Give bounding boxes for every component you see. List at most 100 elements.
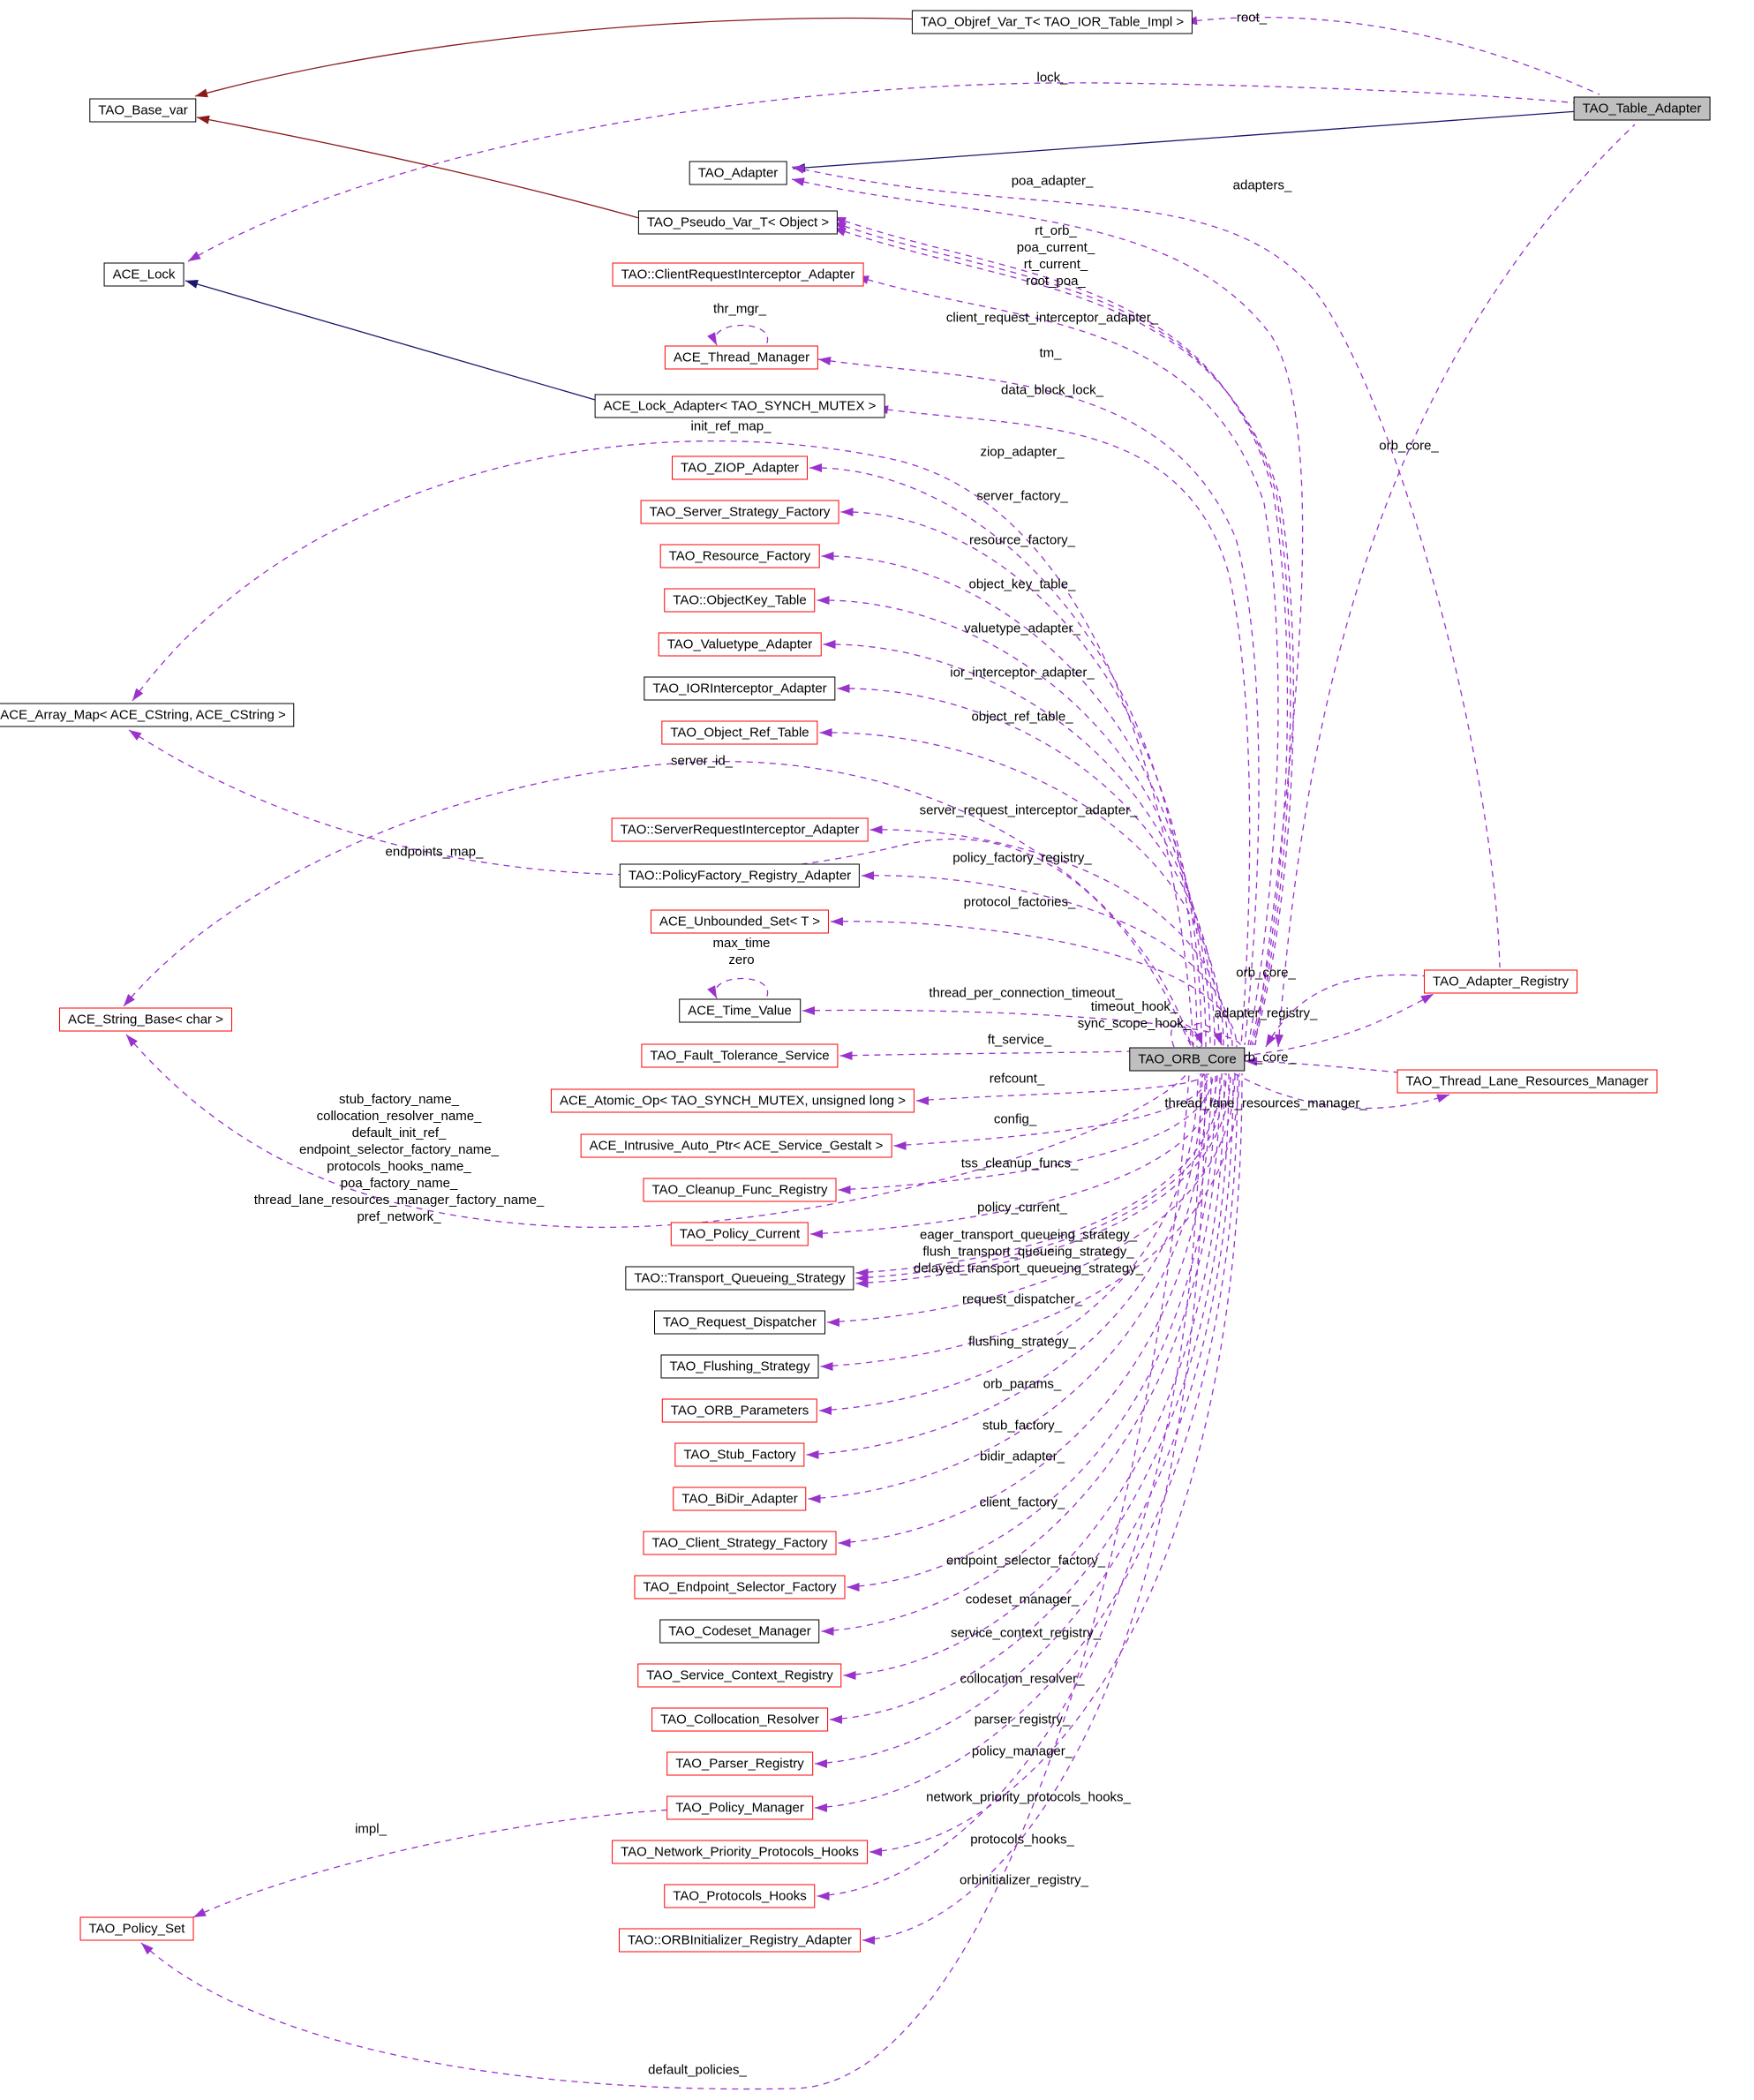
node-tao_request_dispatcher[interactable]: TAO_Request_Dispatcher bbox=[654, 1310, 825, 1335]
node-tao_objectkey_table[interactable]: TAO::ObjectKey_Table bbox=[664, 588, 816, 613]
node-tao_collocation_resolver[interactable]: TAO_Collocation_Resolver bbox=[651, 1707, 828, 1732]
edge-label-orb_core_top: orb_core_ bbox=[1379, 438, 1439, 455]
node-tao_pseudo_var_t[interactable]: TAO_Pseudo_Var_T< Object > bbox=[637, 210, 839, 235]
node-ace_string_base[interactable]: ACE_String_Base< char > bbox=[59, 1007, 232, 1032]
edge-orbcore-tao_server_strategy_factory-arrowhead bbox=[840, 508, 854, 516]
edge-orbcore-tao_iorinterceptor_adapter-arrowhead bbox=[837, 684, 850, 693]
edge-orbcore-tao_client_strategy_factory-arrowhead bbox=[838, 1539, 851, 1547]
edge-custom-5 bbox=[1184, 16, 1600, 95]
node-tao_resource_factory[interactable]: TAO_Resource_Factory bbox=[659, 544, 820, 568]
edge-label-line: adapters_ bbox=[1232, 177, 1292, 193]
edge-orbcore-tao_stub_factory bbox=[806, 1073, 1203, 1456]
node-sria[interactable]: TAO::ServerRequestInterceptor_Adapter bbox=[611, 817, 869, 842]
node-tao_iorinterceptor_adapter[interactable]: TAO_IORInterceptor_Adapter bbox=[644, 676, 836, 701]
edge-custom-26-arrowhead bbox=[1420, 994, 1434, 1005]
edge-label-line: codeset_manager_ bbox=[965, 1592, 1080, 1607]
node-ace_unbounded_set[interactable]: ACE_Unbounded_Set< T > bbox=[650, 909, 830, 934]
edge-label-line: pref_network_ bbox=[357, 1209, 441, 1224]
edge-label-line: default_init_ref_ bbox=[351, 1125, 447, 1140]
node-tao_orb_core[interactable]: TAO_ORB_Core bbox=[1129, 1047, 1246, 1072]
edge-label-client_factory: client_factory_ bbox=[980, 1494, 1065, 1511]
edge-custom-23 bbox=[1190, 1022, 1223, 1048]
node-cria[interactable]: TAO::ClientRequestInterceptor_Adapter bbox=[612, 262, 864, 287]
edge-custom-27-arrowhead bbox=[1245, 1057, 1258, 1066]
node-ace_lock_adapter[interactable]: ACE_Lock_Adapter< TAO_SYNCH_MUTEX > bbox=[594, 394, 885, 418]
edge-label-line: flush_transport_queueing_strategy_ bbox=[922, 1244, 1134, 1260]
node-tnpph[interactable]: TAO_Network_Priority_Protocols_Hooks bbox=[612, 1840, 868, 1864]
edge-label-line: tm_ bbox=[1039, 345, 1062, 361]
node-tao_fault_tolerance_service[interactable]: TAO_Fault_Tolerance_Service bbox=[641, 1043, 839, 1068]
node-tao_bidir_adapter[interactable]: TAO_BiDir_Adapter bbox=[673, 1487, 807, 1511]
edge-label-line: service_context_registry_ bbox=[950, 1625, 1102, 1641]
edge-orbcore-tqs bbox=[855, 1073, 1223, 1274]
edge-orbcore-tao_policy_manager bbox=[814, 1073, 1238, 1809]
node-ace_time_value[interactable]: ACE_Time_Value bbox=[679, 998, 801, 1023]
edge-custom-0-arrowhead bbox=[195, 88, 208, 98]
edge-label-line: ior_interceptor_adapter_ bbox=[950, 665, 1095, 681]
node-tao_flushing_strategy[interactable]: TAO_Flushing_Strategy bbox=[660, 1354, 819, 1379]
node-ace_lock[interactable]: ACE_Lock bbox=[103, 262, 184, 287]
edge-orbcore-ace_time_value bbox=[802, 1009, 1242, 1048]
edge-label-adapter_registry: adapter_registry_ bbox=[1215, 1005, 1318, 1022]
node-tao_endpoint_selector_factory[interactable]: TAO_Endpoint_Selector_Factory bbox=[634, 1575, 846, 1599]
node-tao_object_ref_table[interactable]: TAO_Object_Ref_Table bbox=[661, 720, 818, 745]
edge-custom-25-arrowhead bbox=[1266, 1034, 1276, 1047]
node-tao_cleanup_func_registry[interactable]: TAO_Cleanup_Func_Registry bbox=[643, 1178, 837, 1202]
node-tao_valuetype_adapter[interactable]: TAO_Valuetype_Adapter bbox=[658, 632, 822, 657]
edge-custom-20 bbox=[140, 1073, 1190, 2090]
edge-orbcore-tao_bidir_adapter bbox=[808, 1073, 1208, 1500]
edge-custom-6-arrowhead bbox=[1274, 1034, 1284, 1047]
node-ace_array_map[interactable]: ACE_Array_Map< ACE_CString, ACE_CString … bbox=[0, 703, 295, 727]
edge-orbcore-ace_unbounded_set-arrowhead bbox=[831, 917, 843, 926]
node-ace_atomic_op[interactable]: ACE_Atomic_Op< TAO_SYNCH_MUTEX, unsigned… bbox=[550, 1088, 915, 1113]
node-tao_orb_parameters[interactable]: TAO_ORB_Parameters bbox=[661, 1398, 818, 1423]
edge-orbcore-tao_object_ref_table bbox=[819, 732, 1224, 1048]
node-tao_protocols_hooks[interactable]: TAO_Protocols_Hooks bbox=[664, 1884, 816, 1908]
node-ace_thread_manager[interactable]: ACE_Thread_Manager bbox=[664, 345, 819, 370]
node-tao_codeset_manager[interactable]: TAO_Codeset_Manager bbox=[659, 1619, 820, 1644]
node-tqs[interactable]: TAO::Transport_Queueing_Strategy bbox=[625, 1266, 854, 1291]
edge-orbcore-tao_fault_tolerance_service-arrowhead bbox=[839, 1051, 853, 1060]
node-tao_parser_registry[interactable]: TAO_Parser_Registry bbox=[666, 1751, 813, 1776]
node-tao_adapter_registry[interactable]: TAO_Adapter_Registry bbox=[1424, 969, 1577, 994]
edge-label-line: policy_current_ bbox=[977, 1200, 1067, 1216]
node-tao_base_var[interactable]: TAO_Base_var bbox=[89, 98, 197, 123]
edge-label-line: default_policies_ bbox=[648, 2062, 747, 2078]
node-tao_service_context_registry[interactable]: TAO_Service_Context_Registry bbox=[637, 1663, 842, 1688]
edge-label-server_request_interceptor_adapter: server_request_interceptor_adapter_ bbox=[920, 802, 1138, 819]
edge-label-line: collocation_resolver_name_ bbox=[316, 1109, 482, 1124]
edge-label-line: protocols_hooks_name_ bbox=[327, 1159, 471, 1174]
edge-label-line: request_dispatcher_ bbox=[962, 1291, 1082, 1307]
node-tao_stub_factory[interactable]: TAO_Stub_Factory bbox=[674, 1442, 805, 1467]
node-tao_policy_current[interactable]: TAO_Policy_Current bbox=[670, 1222, 809, 1246]
edge-label-object_key_table: object_key_table_ bbox=[969, 576, 1076, 593]
edge-custom-17-arrowhead bbox=[124, 994, 135, 1006]
edge-label-orbinitializer_registry: orbinitializer_registry_ bbox=[960, 1872, 1088, 1889]
node-tao_policy_set[interactable]: TAO_Policy_Set bbox=[79, 1916, 194, 1941]
edge-orbcore-tao_server_strategy_factory bbox=[840, 511, 1202, 1048]
node-tao_client_strategy_factory[interactable]: TAO_Client_Strategy_Factory bbox=[643, 1531, 837, 1555]
node-toira[interactable]: TAO::ORBInitializer_Registry_Adapter bbox=[619, 1928, 861, 1953]
node-tao_adapter[interactable]: TAO_Adapter bbox=[689, 161, 787, 185]
edge-label-line: orb_core_ bbox=[1379, 438, 1439, 454]
edge-custom-1 bbox=[196, 117, 646, 221]
edge-label-line: policy_manager_ bbox=[971, 1743, 1073, 1759]
node-tao_objref_var_t[interactable]: TAO_Objref_Var_T< TAO_IOR_Table_Impl > bbox=[911, 10, 1193, 34]
edge-orbcore-tao_iorinterceptor_adapter bbox=[837, 688, 1220, 1048]
edge-custom-4 bbox=[187, 82, 1579, 262]
edge-label-queueing_strategies: eager_transport_queueing_strategy_flush_… bbox=[914, 1227, 1143, 1277]
edge-orbcore-tao_parser_registry-arrowhead bbox=[815, 1759, 827, 1768]
node-tao_policy_manager[interactable]: TAO_Policy_Manager bbox=[666, 1795, 813, 1820]
node-tlrm[interactable]: TAO_Thread_Lane_Resources_Manager bbox=[1396, 1069, 1658, 1094]
node-tao_table_adapter[interactable]: TAO_Table_Adapter bbox=[1573, 96, 1711, 121]
node-ace_intrusive_auto_ptr[interactable]: ACE_Intrusive_Auto_Ptr< ACE_Service_Gest… bbox=[580, 1133, 892, 1158]
node-pfra[interactable]: TAO::PolicyFactory_Registry_Adapter bbox=[619, 863, 861, 888]
edge-orbcore-tao_valuetype_adapter bbox=[823, 644, 1216, 1048]
edge-orbcore-tqs bbox=[855, 1073, 1227, 1279]
node-tao_server_strategy_factory[interactable]: TAO_Server_Strategy_Factory bbox=[640, 500, 839, 524]
edge-label-line: init_ref_map_ bbox=[690, 418, 772, 434]
node-tao_ziop_adapter[interactable]: TAO_ZIOP_Adapter bbox=[672, 455, 808, 480]
